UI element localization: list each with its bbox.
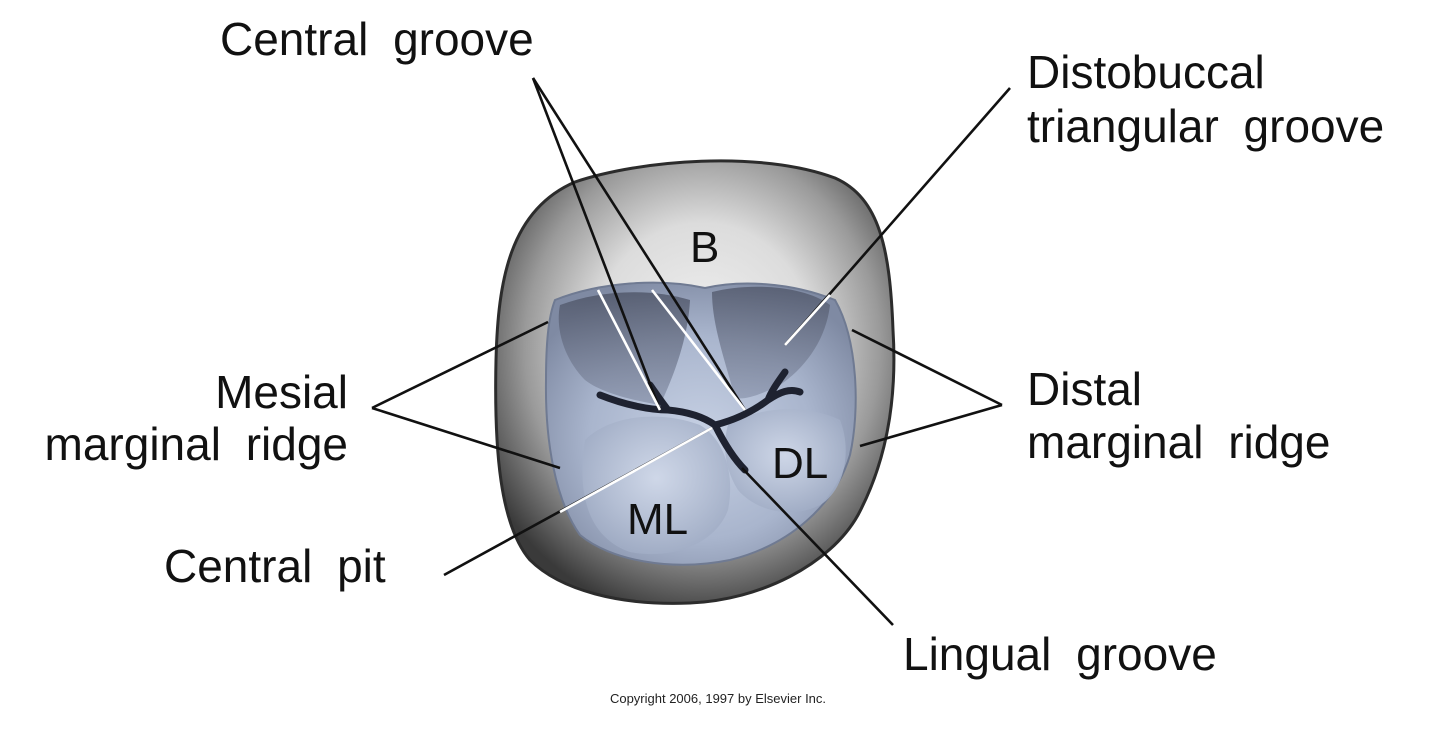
leader-mesial-2 <box>371 406 561 470</box>
distobuccal-cusp <box>712 286 830 399</box>
leader-central-groove-1 <box>531 77 662 411</box>
leader-central-groove-2 <box>531 77 747 411</box>
leader-central-groove-1-light <box>596 289 662 411</box>
leader-mesial-1 <box>371 320 549 410</box>
mesiolingual-cusp <box>582 416 731 555</box>
leader-distal-1 <box>851 328 1003 407</box>
label-distal-line2: marginal ridge <box>1027 416 1330 468</box>
copyright-notice: Copyright 2006, 1997 by Elsevier Inc. <box>610 691 826 706</box>
label-central-groove: Central groove <box>220 13 534 65</box>
label-distobuccal-line1: Distobuccal <box>1027 46 1265 98</box>
label-mesial-line2: marginal ridge <box>45 418 348 470</box>
leader-central-pit-light <box>559 426 713 514</box>
leader-central-groove-2-light <box>650 289 747 411</box>
region-distolingual: DL <box>772 439 828 488</box>
groove-pattern <box>596 368 804 474</box>
label-distobuccal-line2: triangular groove <box>1027 100 1384 152</box>
label-mesial-line1: Mesial <box>215 366 348 418</box>
label-lingual-groove: Lingual groove <box>903 628 1217 680</box>
leader-lingual-groove <box>741 467 894 626</box>
mesiobuccal-cusp <box>558 292 690 405</box>
leader-distal-2 <box>859 403 1003 448</box>
label-distal-line1: Distal <box>1027 363 1142 415</box>
region-mesiolingual: ML <box>627 495 688 544</box>
distolingual-cusp <box>725 409 846 513</box>
region-buccal: B <box>690 223 719 272</box>
label-central-pit: Central pit <box>164 540 386 592</box>
leader-distobuccal-light <box>784 294 831 346</box>
